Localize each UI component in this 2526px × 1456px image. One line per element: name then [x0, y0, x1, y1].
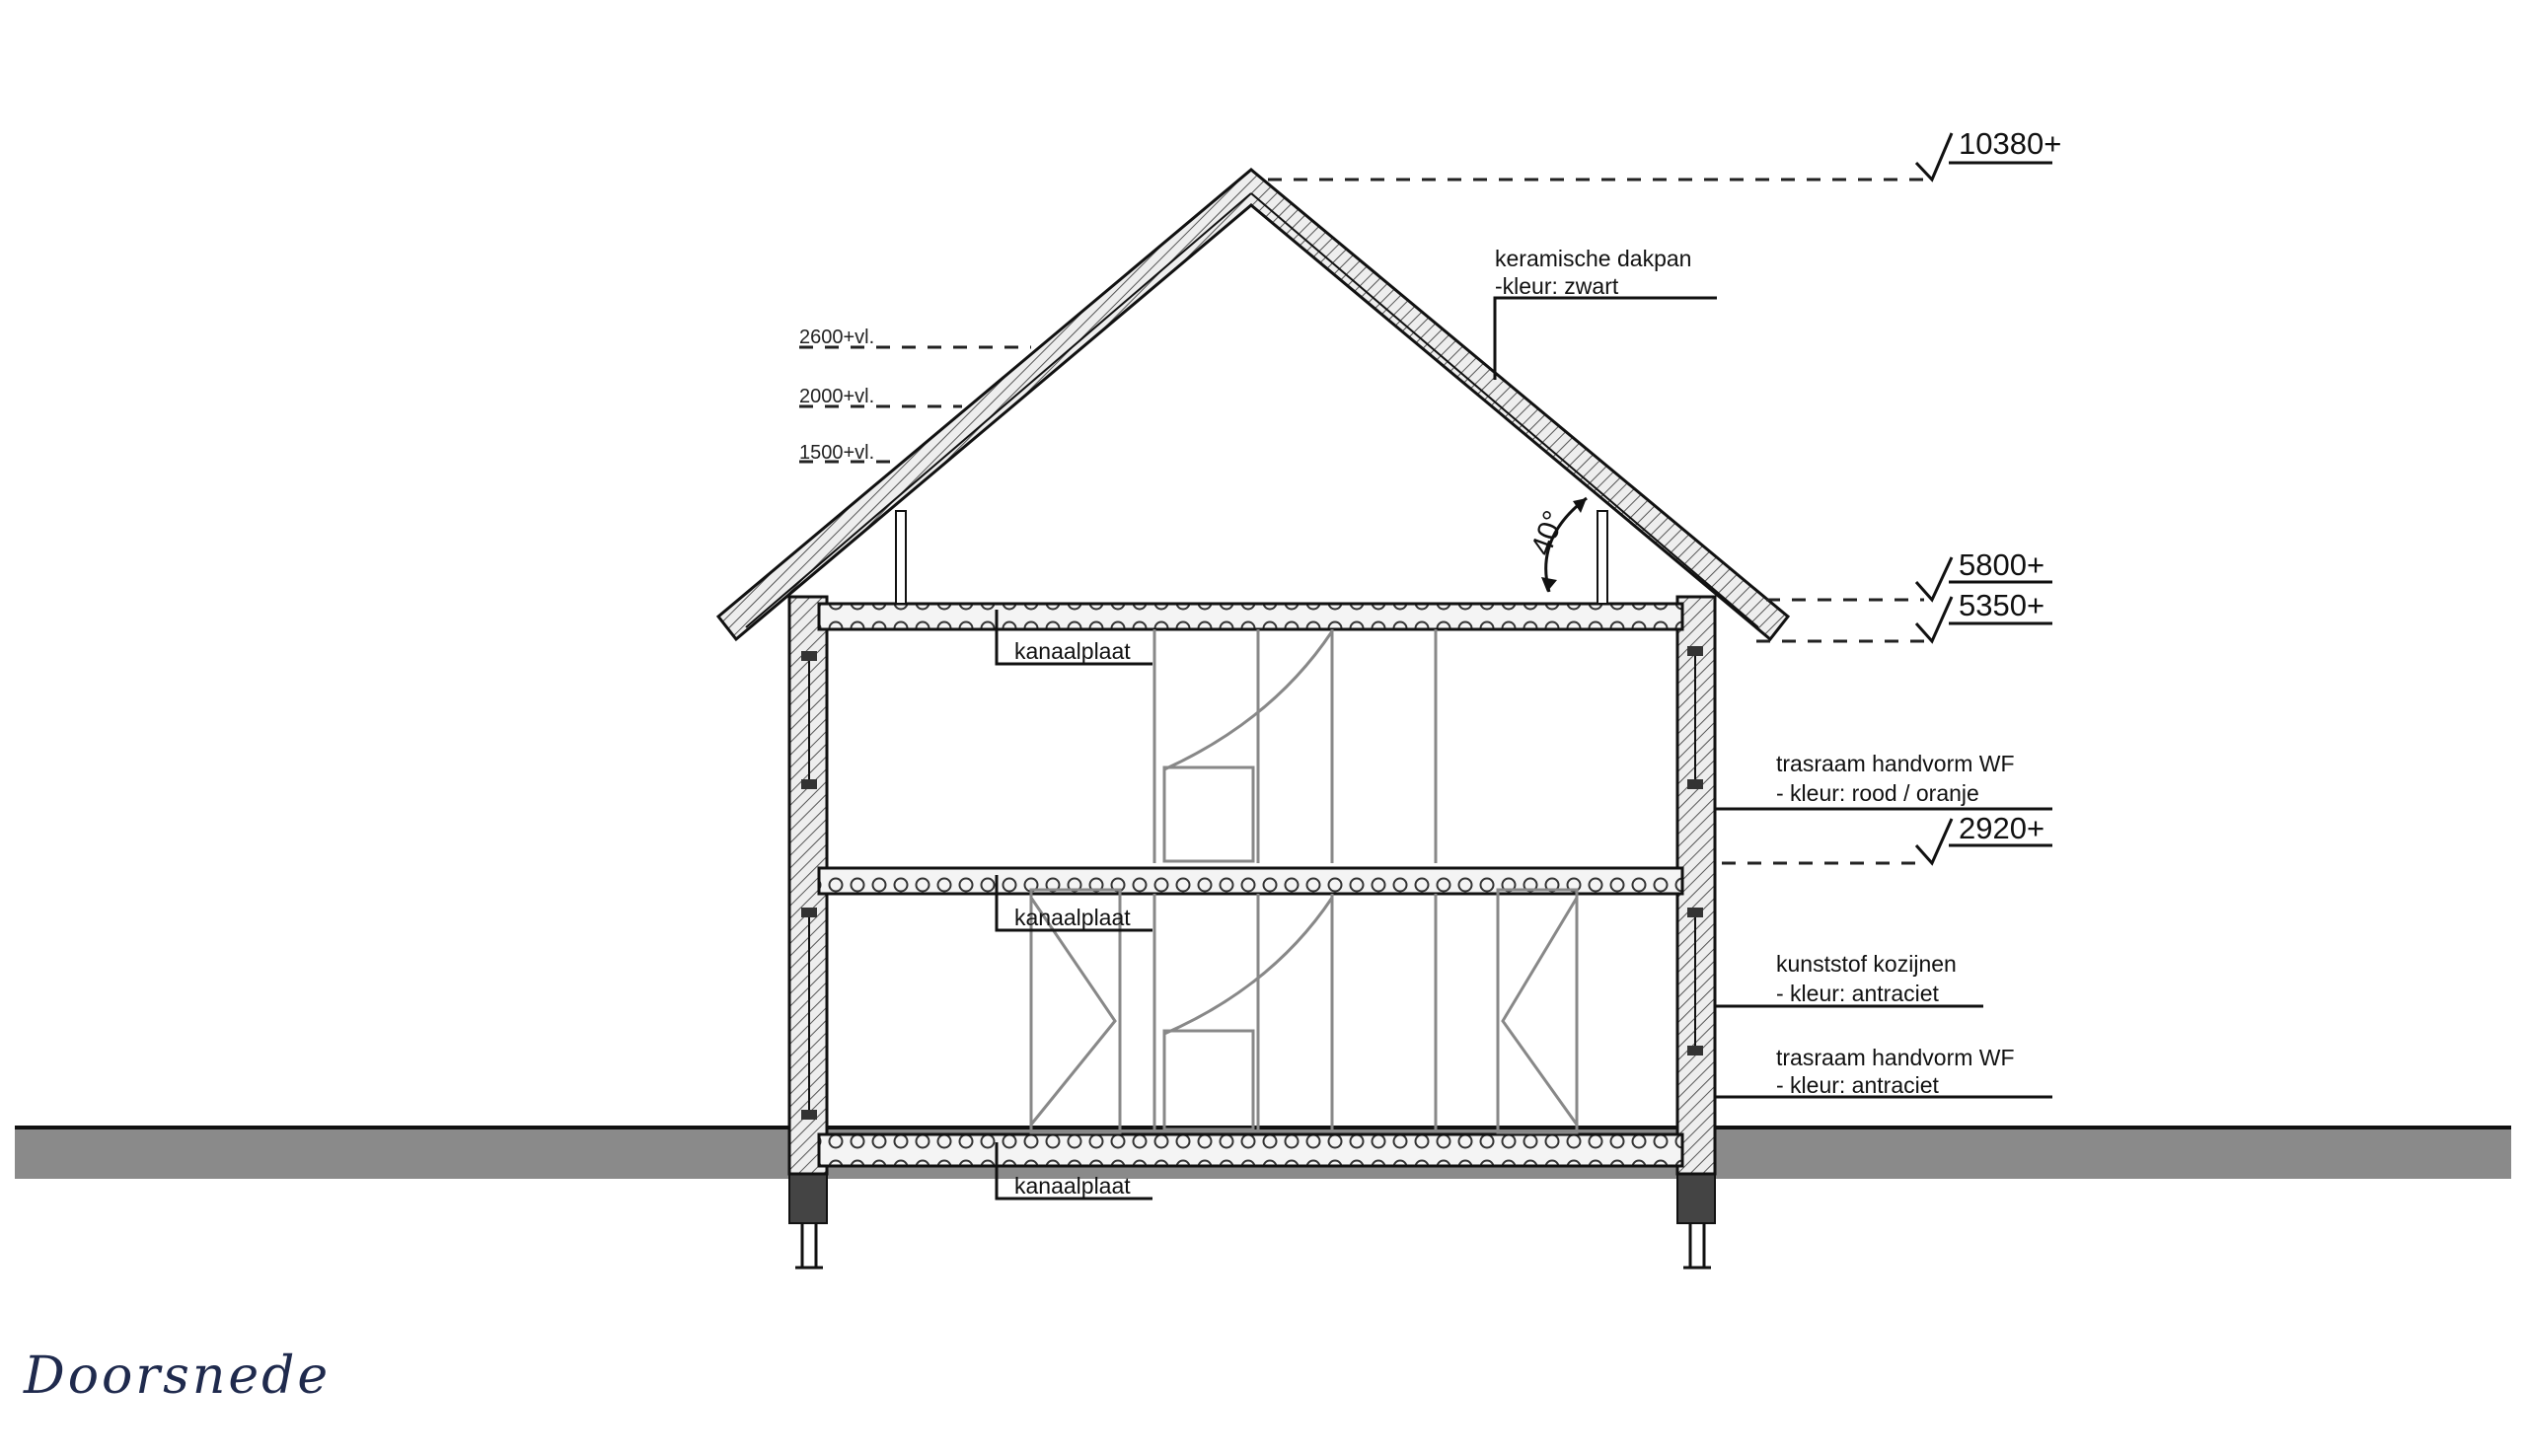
- note-frames-2: - kleur: antraciet: [1776, 981, 1940, 1006]
- note-roof-2: -kleur: zwart: [1495, 273, 1619, 299]
- note-roof-1: keramische dakpan: [1495, 246, 1691, 271]
- window-frames: [801, 646, 1703, 1120]
- height-1500: 1500+vl.: [799, 442, 874, 464]
- floor-label-ground: kanaalplaat: [1014, 1173, 1131, 1199]
- interior-stairs-doors: [1029, 629, 1579, 1134]
- level-markers: [1914, 132, 2052, 866]
- level-lines: [799, 178, 1924, 865]
- note-wall-upper-2: - kleur: rood / oranje: [1776, 780, 1979, 806]
- floor-label-first: kanaalplaat: [1014, 905, 1131, 930]
- note-wall-lower-2: - kleur: antraciet: [1776, 1072, 1940, 1098]
- angle-label: 40°: [1525, 506, 1572, 559]
- roof: [715, 168, 1791, 642]
- floor-label-attic: kanaalplaat: [1014, 638, 1131, 664]
- level-eaves-lower: 5350+: [1959, 588, 2044, 622]
- foundation-left: [788, 1173, 828, 1270]
- floor-slab-ground: [817, 1132, 1684, 1168]
- height-2000: 2000+vl.: [799, 386, 874, 407]
- note-wall-lower-1: trasraam handvorm WF: [1776, 1045, 2015, 1070]
- note-frames-1: kunststof kozijnen: [1776, 951, 1957, 977]
- foundation-right: [1676, 1173, 1716, 1270]
- note-wall-upper-1: trasraam handvorm WF: [1776, 751, 2015, 776]
- height-2600: 2600+vl.: [799, 327, 874, 348]
- drawing-caption: Doorsnede: [24, 1347, 332, 1406]
- annotation-leaders: [995, 296, 2052, 1201]
- level-first-floor: 2920+: [1959, 811, 2044, 845]
- level-ridge: 10380+: [1959, 126, 2061, 161]
- level-eaves-upper: 5800+: [1959, 547, 2044, 582]
- floor-slab-attic: [817, 602, 1684, 631]
